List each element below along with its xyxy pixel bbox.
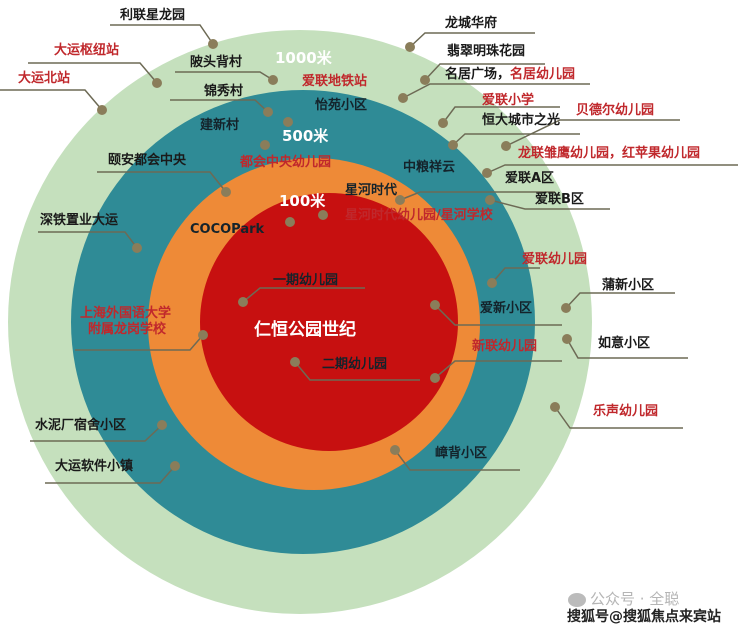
label-beideer: 贝德尔幼儿园 — [576, 103, 655, 118]
label-ruyi: 如意小区 — [598, 336, 651, 351]
label-duhui-kindergarten: 都会中央幼儿园 — [240, 155, 332, 170]
label-jianxin: 建新村 — [200, 118, 240, 133]
label-yian: 颐安都会中央 — [108, 153, 187, 168]
project-name: 仁恒公园世纪 — [254, 320, 356, 340]
label-zhongliang: 中粮祥云 — [403, 160, 456, 175]
ring-label-100m: 100米 — [279, 192, 326, 210]
label-feicui: 翡翠明珠花园 — [447, 44, 526, 59]
wechat-icon — [568, 592, 586, 607]
label-ailian-metro: 爱联地铁站 — [302, 74, 368, 89]
label-xinghe: 星河时代 — [345, 183, 398, 198]
label-aixin: 爱新小区 — [480, 301, 533, 316]
label-ailian-kindergarten: 爱联幼儿园 — [522, 252, 588, 267]
label-ailian-a: 爱联A区 — [505, 171, 555, 186]
label-ailian-b: 爱联B区 — [535, 192, 584, 207]
label-shuini: 水泥厂宿舍小区 — [35, 418, 127, 433]
label-lilian: 利联星龙园 — [120, 8, 186, 23]
ring-center — [200, 193, 458, 451]
label-cocopark: COCOPark — [190, 222, 265, 237]
leader-lines — [0, 24, 738, 484]
watermark-wechat: 公众号 · 全聪 — [568, 588, 679, 609]
label-longlian: 龙联雏鹰幼儿园，红苹果幼儿园 — [518, 146, 701, 161]
label-phase2-kindergarten: 二期幼儿园 — [322, 357, 388, 372]
ring-label-500m: 500米 — [282, 127, 329, 145]
label-fengbei: 嶂背小区 — [435, 446, 488, 461]
label-longcheng: 龙城华府 — [445, 16, 498, 31]
label-mingju: 名居广场，名居幼儿园 — [445, 67, 575, 83]
label-dayun-north: 大运北站 — [18, 71, 71, 86]
label-hengda: 恒大城市之光 — [482, 113, 561, 128]
watermark-line1: 公众号 · 全聪 — [590, 590, 680, 608]
label-software-town: 大运软件小镇 — [55, 459, 134, 474]
label-dayun-hub: 大运枢纽站 — [54, 43, 120, 58]
label-xinlian-kindergarten: 新联幼儿园 — [472, 339, 538, 354]
label-sisu: 上海外国语大学 — [80, 306, 172, 321]
label-shentie: 深铁置业大运 — [40, 213, 119, 228]
label-mingju-kindergarten: 名居幼儿园 — [510, 67, 576, 82]
label-phase1-kindergarten: 一期幼儿园 — [273, 273, 339, 288]
label-lesheng-kindergarten: 乐声幼儿园 — [593, 404, 659, 419]
label-puxin: 蒲新小区 — [602, 278, 655, 293]
label-jinxiu: 锦秀村 — [204, 84, 244, 99]
label-xinghe-school: 星河时代幼儿园/星河学校 — [345, 208, 493, 223]
label-yiyuan: 怡苑小区 — [315, 98, 368, 113]
label-ailian-primary: 爱联小学 — [482, 93, 535, 108]
ring-label-1000m: 1000米 — [275, 49, 332, 67]
label-sisu-school: 附属龙岗学校 — [88, 322, 167, 337]
location-dots — [97, 39, 572, 471]
label-pitou: 陂头背村 — [190, 55, 243, 70]
label-mingju-plaza: 名居广场， — [445, 67, 511, 82]
watermark-sohu: 搜狐号@搜狐焦点来宾站 — [567, 609, 721, 625]
